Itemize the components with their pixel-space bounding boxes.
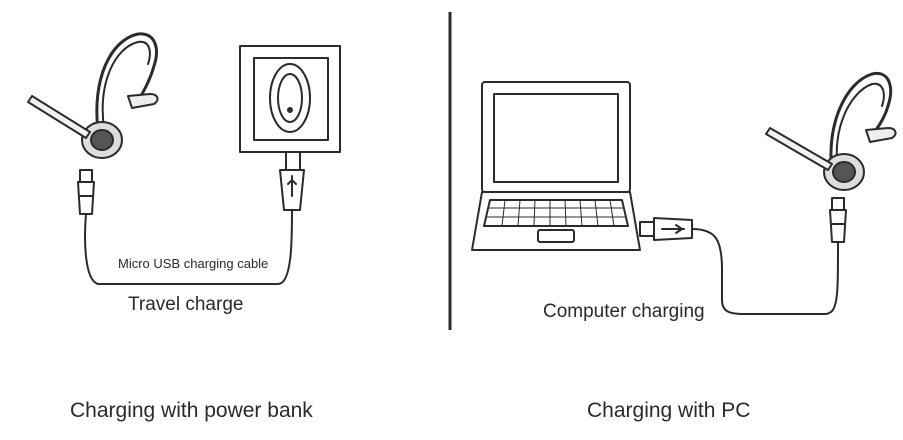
micro-usb-plug-icon [77, 169, 95, 215]
travel-charge-label: Travel charge [128, 294, 244, 315]
cable-right [691, 228, 839, 315]
cable-label: Micro USB charging cable [118, 256, 269, 271]
power-bank-icon [239, 45, 341, 153]
cable-left [84, 209, 293, 285]
computer-charging-label: Computer charging [543, 301, 705, 322]
usb-plug-icon [279, 151, 305, 211]
caption-pc: Charging with PC [587, 399, 751, 422]
micro-usb-plug-icon [829, 197, 847, 243]
headset-icon [765, 71, 897, 191]
laptop-icon [471, 81, 641, 251]
headset-icon [27, 32, 159, 159]
caption-power-bank: Charging with power bank [70, 399, 313, 422]
usb-plug-icon [639, 217, 693, 241]
